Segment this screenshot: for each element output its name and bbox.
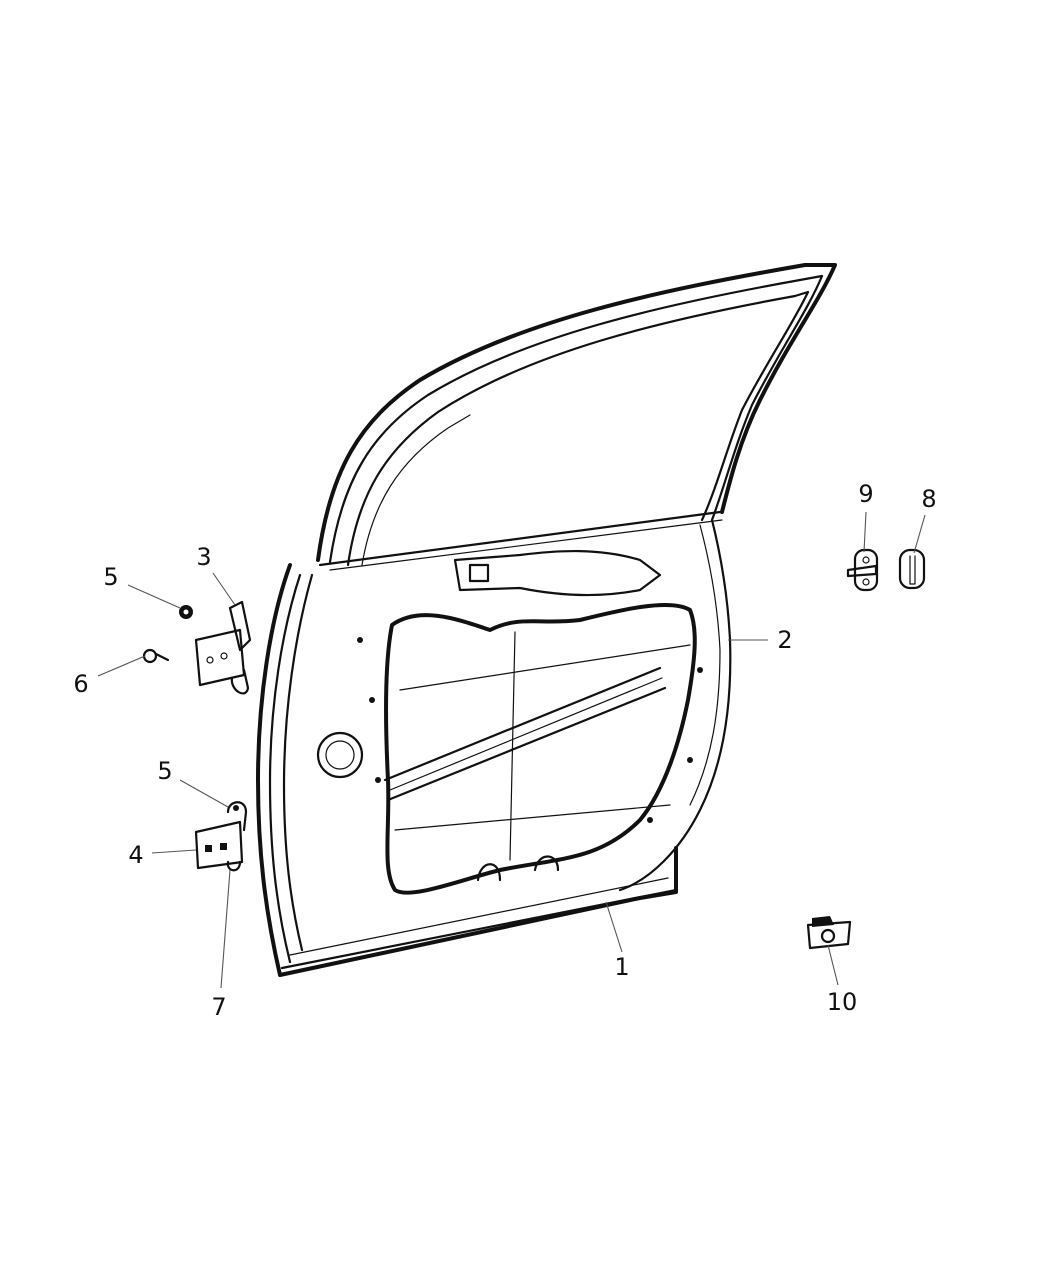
striker-drawing: [846, 548, 879, 592]
callout-hinge-pin: 7: [211, 993, 227, 1021]
nut-upper-drawing: [179, 605, 193, 619]
leader-line-c10: [827, 944, 839, 986]
clip-nut-drawing: [806, 916, 852, 950]
upper-hinge-drawing: [194, 600, 252, 695]
bumper-drawing: [898, 548, 926, 590]
leader-line-c9: [863, 511, 867, 553]
callout-door-striker: 9: [858, 480, 874, 508]
callout-upper-hinge: 3: [196, 543, 212, 571]
callout-striker-bumper: 8: [921, 485, 937, 513]
lower-hinge-drawing: [194, 801, 248, 872]
leader-line-c5a: [127, 584, 181, 609]
callout-bolt: 6: [73, 670, 89, 698]
leader-line-c7: [220, 869, 231, 989]
bolt-drawing: [142, 648, 170, 664]
leader-line-c6: [97, 655, 146, 677]
callout-clip-nut: 10: [826, 988, 858, 1016]
callout-nut-upper: 5: [103, 563, 119, 591]
leader-line-c3: [212, 572, 236, 606]
callout-lower-hinge: 4: [128, 841, 144, 869]
callout-door-shell: 1: [614, 953, 630, 981]
leader-line-c4: [151, 849, 197, 854]
callout-nut-lower: 5: [157, 757, 173, 785]
callout-door-inner-panel: 2: [777, 626, 793, 654]
leader-line-c8: [913, 514, 926, 554]
leader-line-c5b: [179, 779, 229, 808]
leader-line-c1: [605, 901, 623, 953]
door-shell-drawing: [256, 263, 837, 977]
leader-lines: [97, 511, 926, 989]
